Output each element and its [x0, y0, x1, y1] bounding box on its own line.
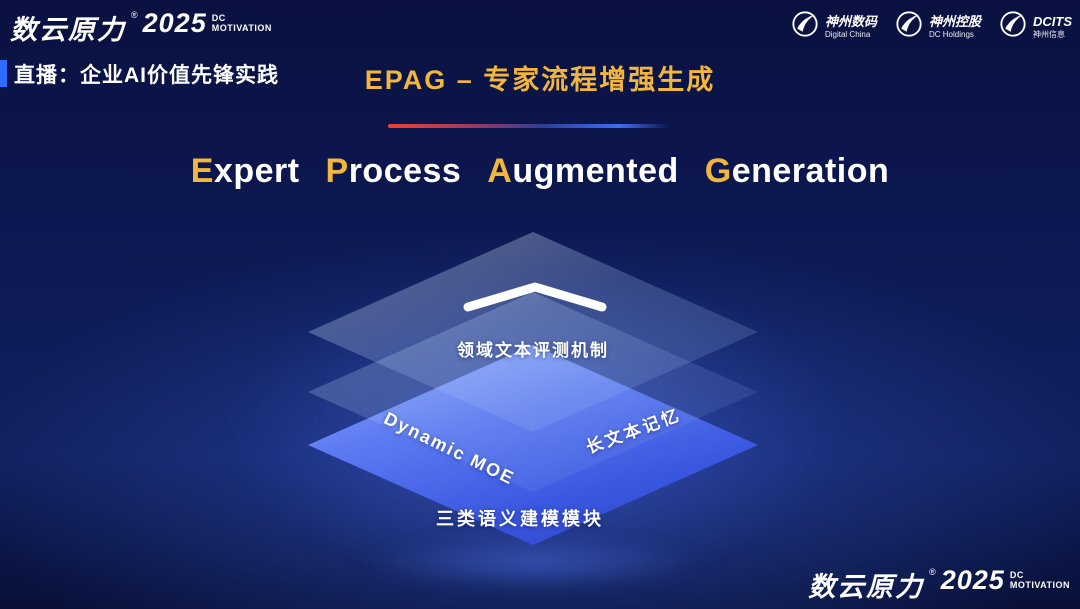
brand-tagline-line1: DC	[1009, 570, 1024, 580]
chevron-up-icon	[460, 280, 610, 319]
dcits-swoosh-icon	[999, 10, 1027, 43]
partner-name: DCITS	[1033, 13, 1072, 29]
partner-dcits: DCITS 神州信息	[999, 10, 1072, 43]
brand-name: 数云原力	[10, 15, 126, 45]
partner-dc-holdings: 神州控股 DC Holdings	[895, 10, 981, 43]
brand-tagline: DC MOTIVATION	[1010, 570, 1070, 591]
brand-tagline-line2: MOTIVATION	[1009, 580, 1070, 591]
heading-word-process: Process	[325, 152, 462, 190]
partner-logos: 神州数码 Digital China 神州控股 DC Holdings DCIT…	[791, 10, 1072, 43]
main-heading: Expert Process Augmented Generation	[0, 152, 1080, 191]
partner-subtitle: 神州信息	[1033, 29, 1065, 39]
partner-name: 神州数码	[824, 13, 877, 29]
brand-registered-mark: ®	[929, 567, 936, 577]
partner-name: 神州控股	[928, 13, 981, 29]
partner-subtitle: Digital China	[824, 29, 871, 39]
digital-china-swoosh-icon	[791, 10, 819, 43]
brand-tagline-line1: DC	[211, 13, 226, 23]
heading-word-generation: Generation	[704, 152, 890, 190]
dc-holdings-swoosh-icon	[895, 10, 923, 43]
brand-tagline: DC MOTIVATION	[212, 13, 272, 34]
partner-digital-china: 神州数码 Digital China	[791, 10, 877, 43]
brand-tagline-line2: MOTIVATION	[211, 23, 272, 34]
brand-logo-top: 数云原力 ® 2025 DC MOTIVATION	[10, 8, 272, 47]
brand-logo-bottom: 数云原力 ® 2025 DC MOTIVATION	[808, 565, 1070, 604]
brand-year: 2025	[142, 8, 207, 38]
live-label-accent-bar	[0, 60, 7, 87]
heading-word-expert: Expert	[190, 152, 300, 190]
partner-text: 神州控股 DC Holdings	[929, 14, 981, 39]
partner-text: DCITS 神州信息	[1033, 14, 1072, 39]
brand-name: 数云原力	[808, 572, 925, 602]
title-gradient-divider	[388, 124, 670, 128]
partner-subtitle: DC Holdings	[928, 29, 974, 39]
brand-year: 2025	[940, 565, 1005, 595]
top-layer-label: 领域文本评测机制	[457, 341, 609, 360]
heading-word-augmented: Augmented	[487, 152, 679, 190]
brand-registered-mark: ®	[131, 10, 138, 20]
partner-text: 神州数码 Digital China	[825, 14, 877, 39]
bottom-layer-label: 三类语义建模模块	[436, 509, 604, 529]
bottom-layer-glow	[360, 535, 710, 590]
page-title: EPAG – 专家流程增强生成	[364, 65, 716, 95]
live-label: 直播：企业AI价值先锋实践	[14, 64, 279, 87]
